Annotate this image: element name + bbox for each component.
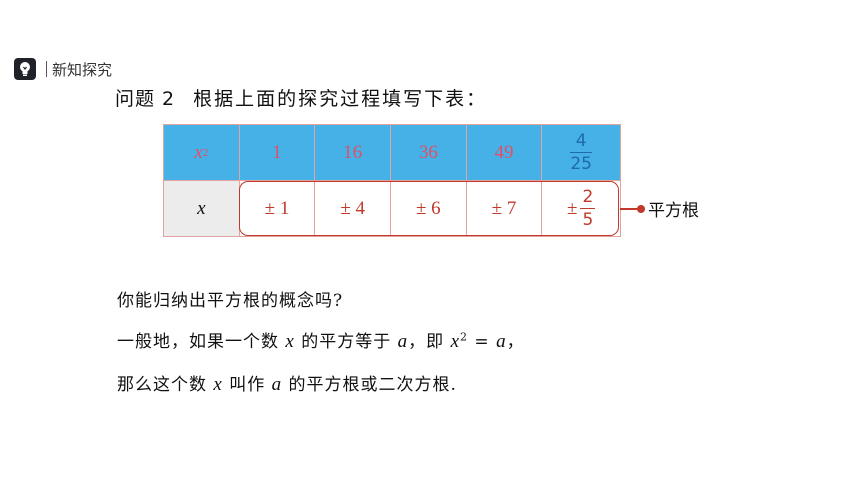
fraction-denominator: 25 xyxy=(570,153,592,174)
table-row-roots: x ± 1 ± 4 ± 6 ± 7 ± 2 5 xyxy=(163,181,621,237)
text-segment: ， xyxy=(506,332,525,352)
text-segment: 那么这个数 xyxy=(117,375,214,395)
variable-a: a xyxy=(271,374,283,395)
square-cell: 16 xyxy=(315,125,392,180)
text-segment: 的平方等于 xyxy=(294,332,398,352)
root-cell-fraction: ± 2 5 xyxy=(542,181,620,236)
annotation-connector-line xyxy=(620,208,644,210)
question-text: 根据上面的探究过程填写下表： xyxy=(193,88,488,110)
text-segment: 叫作 xyxy=(222,375,272,395)
fraction-numerator: 4 xyxy=(575,130,587,151)
tag-divider xyxy=(46,61,47,77)
fraction-numerator: 2 xyxy=(582,186,594,207)
variable-x: x xyxy=(285,331,295,352)
text-line-1: 你能归纳出平方根的概念吗? xyxy=(117,291,344,311)
variable-a: a xyxy=(397,331,409,352)
text-segment: ，即 xyxy=(408,332,451,352)
question-number: 问题 2 xyxy=(115,88,176,110)
variable-a: a xyxy=(496,331,507,352)
superscript-2: 2 xyxy=(202,146,209,159)
superscript-2: 2 xyxy=(460,330,468,344)
fraction-bar xyxy=(580,207,596,209)
root-cell: ± 1 xyxy=(240,181,316,236)
root-cell: ± 4 xyxy=(315,181,392,236)
text-segment: 一般地，如果一个数 xyxy=(117,332,286,352)
fraction: 4 25 xyxy=(570,130,592,174)
text-line-2: 一般地，如果一个数 x 的平方等于 a，即 x2 = a， xyxy=(117,327,525,353)
text-segment: 的平方根或二次方根. xyxy=(282,375,457,395)
annotation-connector-dot xyxy=(637,205,645,213)
text-line-3: 那么这个数 x 叫作 a 的平方根或二次方根. xyxy=(117,370,457,396)
equals-sign: = xyxy=(468,332,497,352)
section-label: 新知探究 xyxy=(52,60,113,79)
plus-minus-sign: ± xyxy=(567,197,578,219)
variable-x: x xyxy=(213,374,223,395)
variable-x: x xyxy=(450,331,460,352)
fraction-bar xyxy=(570,151,592,153)
root-cell: ± 6 xyxy=(391,181,467,236)
lightbulb-icon xyxy=(14,58,36,80)
square-cell-fraction: 4 25 xyxy=(542,125,621,180)
x-symbol: x xyxy=(194,141,203,163)
square-cell: 36 xyxy=(391,125,467,180)
root-cell: ± 7 xyxy=(467,181,543,236)
annotation-label: 平方根 xyxy=(648,201,699,221)
square-cell: 49 xyxy=(466,125,543,180)
row-header-x: x xyxy=(164,181,240,236)
fraction: 2 5 xyxy=(580,186,596,230)
question-heading: 问题 2 根据上面的探究过程填写下表： xyxy=(115,84,487,111)
section-tag: 新知探究 xyxy=(14,58,112,80)
square-cell: 1 xyxy=(239,125,316,180)
fraction-denominator: 5 xyxy=(582,209,594,230)
